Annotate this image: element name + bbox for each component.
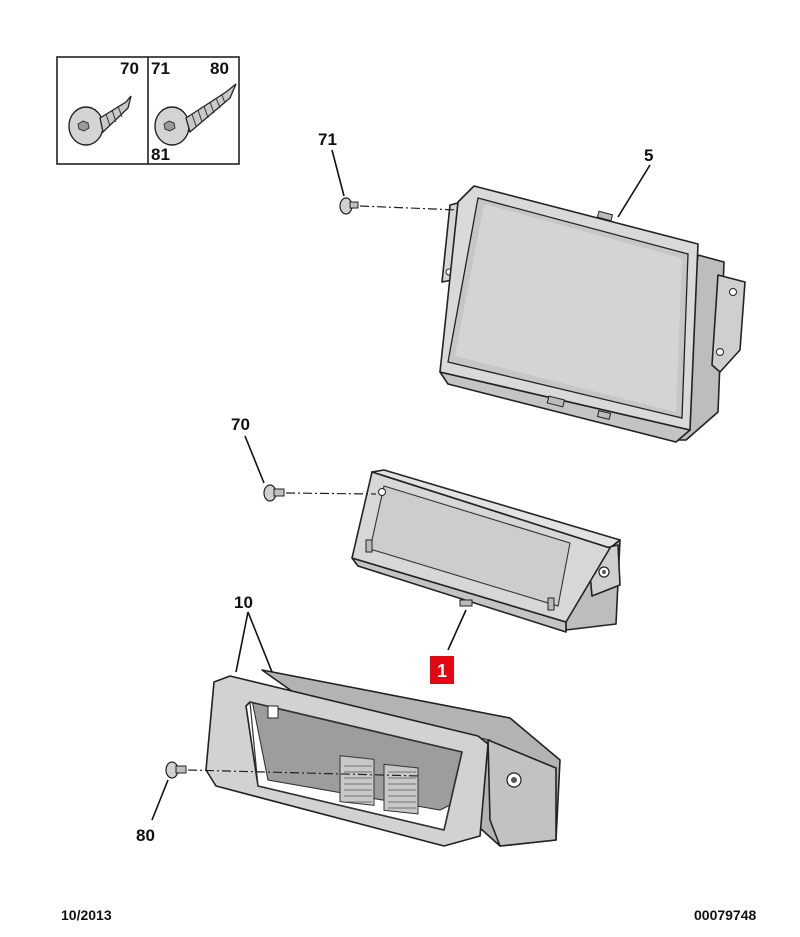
- callout-1: 1: [437, 661, 447, 681]
- legend-label-81: 81: [151, 145, 170, 164]
- legend-label-71: 71: [151, 59, 170, 78]
- screw-71-icon: [339, 197, 359, 215]
- callout-70: 70: [231, 415, 250, 434]
- leader-lines: [151, 149, 651, 821]
- screw-71-axis: [359, 205, 459, 211]
- fastener-legend: 70 71 80 81: [56, 56, 240, 165]
- screw-80-axis: [187, 769, 421, 777]
- callout-5: 5: [644, 146, 653, 165]
- screw-70-axis: [285, 492, 377, 495]
- display-screen-part: [439, 185, 746, 443]
- callout-80: 80: [136, 826, 155, 845]
- screw-80-icon: [165, 761, 187, 779]
- legend-label-80: 80: [210, 59, 229, 78]
- legend-label-70: 70: [120, 59, 139, 78]
- footer-reference: 00079748: [694, 907, 757, 923]
- footer-date: 10/2013: [61, 907, 112, 923]
- long-screw-icon: [154, 83, 237, 146]
- callout-10: 10: [234, 593, 253, 612]
- short-screw-icon: [68, 95, 132, 146]
- highlight-badge: 1: [430, 656, 454, 684]
- screw-70-icon: [263, 484, 285, 502]
- control-unit-part: [351, 469, 621, 633]
- vent-grille: [339, 755, 419, 815]
- mounting-housing-part: [205, 669, 561, 847]
- callout-71: 71: [318, 130, 337, 149]
